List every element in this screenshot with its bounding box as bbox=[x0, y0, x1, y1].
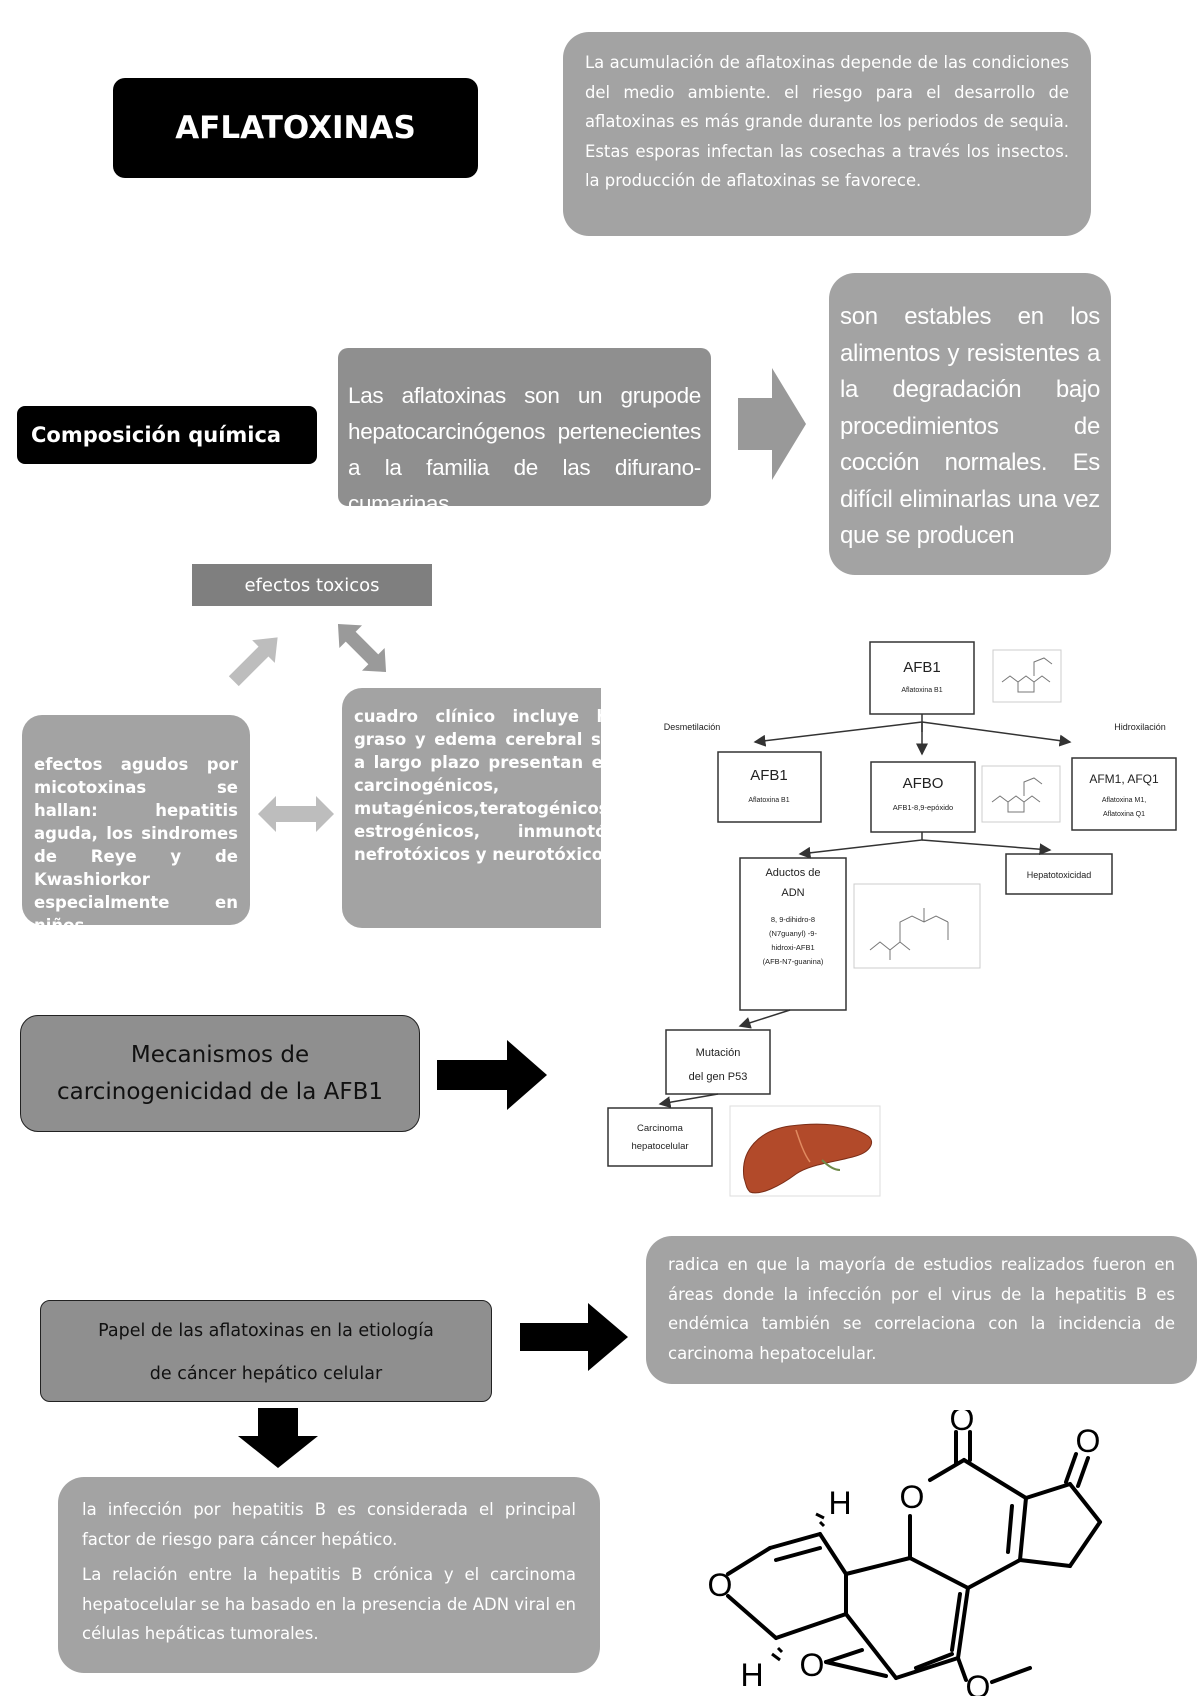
afbo-sub: AFB1-8,9-epóxido bbox=[893, 803, 953, 812]
afb1-top-title: AFB1 bbox=[903, 659, 941, 676]
mutation-l2: del gen P53 bbox=[689, 1071, 748, 1083]
role-down-arrow bbox=[238, 1408, 318, 1468]
effects-header-box: efectos toxicos bbox=[192, 564, 432, 606]
adducts-l4: (AFB-N7-guanina) bbox=[763, 957, 824, 966]
atom-o-ether: O bbox=[800, 1647, 825, 1683]
role-label-line1: Papel de las aflatoxinas en la etiología bbox=[98, 1321, 434, 1341]
role-explanation-box: radica en que la mayoría de estudios rea… bbox=[646, 1236, 1197, 1384]
adducts-node bbox=[739, 857, 847, 1011]
carcinoma-l2: hepatocelular bbox=[631, 1141, 688, 1152]
afm1-sub1: Aflatoxina M1, bbox=[1102, 797, 1146, 804]
hepatotox-label: Hepatotoxicidad bbox=[1027, 870, 1092, 880]
afb1-left-title: AFB1 bbox=[750, 767, 788, 784]
role-label-line2: de cáncer hepático celular bbox=[149, 1364, 383, 1384]
composition-label: Composición química bbox=[31, 423, 282, 447]
risk-factor-p1: la infección por hepatitis B es consider… bbox=[82, 1500, 576, 1549]
composition-definition-box: Las aflatoxinas son un grupode hepatocar… bbox=[338, 348, 711, 516]
risk-factor-box: la infección por hepatitis B es consider… bbox=[58, 1477, 600, 1673]
afb1-left-sub: Aflatoxina B1 bbox=[748, 797, 789, 804]
atom-o-pyran: O bbox=[900, 1479, 925, 1515]
afb1-structure-sketch bbox=[992, 649, 1062, 703]
atom-o-furan: O bbox=[708, 1567, 733, 1603]
adducts-l3: hidroxi-AFB1 bbox=[771, 943, 814, 952]
afb1-left-node bbox=[717, 751, 822, 823]
mutation-l1: Mutación bbox=[696, 1047, 741, 1059]
top-note-text: La acumulación de aflatoxinas depende de… bbox=[585, 53, 1069, 190]
carcinoma-node bbox=[607, 1107, 713, 1167]
afm1-sub2: Aflatoxina Q1 bbox=[1103, 811, 1145, 818]
mutation-node bbox=[665, 1029, 771, 1095]
aflatoxin-b1-structure: O O O H O H O O bbox=[708, 1410, 1102, 1696]
atom-o-methoxy: O bbox=[966, 1669, 991, 1696]
adducts-l2: (N7guanyl) -9- bbox=[769, 929, 817, 938]
stability-box: son estables en los alimentos y resisten… bbox=[829, 273, 1111, 575]
hydroxylation-label: Hidroxilación bbox=[1114, 722, 1166, 732]
composition-definition-text: Las aflatoxinas son un grupode hepatocar… bbox=[348, 383, 701, 516]
demethylation-label: Desmetilación bbox=[664, 722, 721, 732]
acute-effects-box: efectos agudos por micotoxinas se hallan… bbox=[22, 715, 250, 935]
afbo-title: AFBO bbox=[903, 775, 944, 792]
chronic-effects-text: cuadro clínico incluye hígado graso y ed… bbox=[354, 707, 601, 864]
adducts-title1: Aductos de bbox=[765, 867, 820, 879]
effects-header: efectos toxicos bbox=[244, 574, 380, 596]
atom-o-ketone: O bbox=[1076, 1423, 1101, 1459]
afb1-top-node bbox=[869, 641, 975, 715]
adducts-l1: 8, 9-dihidro-8 bbox=[771, 915, 815, 924]
afm1-node bbox=[1071, 757, 1177, 831]
afbo-node bbox=[870, 761, 976, 833]
atom-h-bottom: H bbox=[740, 1657, 763, 1693]
dna-adduct-structure-sketch bbox=[853, 883, 981, 969]
chronic-effects-clip: cuadro clínico incluye hígado graso y ed… bbox=[342, 688, 601, 928]
afb1-flow-diagram: AFB1 Aflatoxina B1 Desmetilación Hidroxi… bbox=[607, 641, 1177, 1197]
title-box: AFLATOXINAS bbox=[113, 78, 478, 178]
mechanism-arrow bbox=[437, 1040, 547, 1110]
stability-text: son estables en los alimentos y resisten… bbox=[840, 303, 1100, 549]
atom-h-top: H bbox=[828, 1485, 851, 1521]
risk-factor-p2: La relación entre la hepatitis B crónica… bbox=[82, 1565, 576, 1643]
acute-effects-text: efectos agudos por micotoxinas se hallan… bbox=[34, 755, 238, 935]
afb1-top-sub: Aflatoxina B1 bbox=[901, 687, 942, 694]
mechanism-label-box: Mecanismos de carcinogenicidad de la AFB… bbox=[20, 1015, 420, 1132]
hepatotox-node bbox=[1005, 853, 1113, 895]
liver-illustration bbox=[729, 1105, 881, 1197]
top-note-box: La acumulación de aflatoxinas depende de… bbox=[563, 32, 1091, 236]
atom-o-lactone-carbonyl: O bbox=[950, 1410, 975, 1437]
mechanism-label: Mecanismos de carcinogenicidad de la AFB… bbox=[57, 1041, 383, 1105]
afbo-structure-sketch bbox=[981, 765, 1061, 823]
role-right-arrow bbox=[520, 1303, 628, 1371]
composition-arrow bbox=[738, 368, 806, 480]
role-label-box: Papel de las aflatoxinas en la etiología… bbox=[40, 1300, 492, 1402]
chronic-effects-box: cuadro clínico incluye hígado graso y ed… bbox=[342, 688, 601, 928]
role-explanation-text: radica en que la mayoría de estudios rea… bbox=[668, 1255, 1175, 1363]
page-title: AFLATOXINAS bbox=[175, 110, 416, 146]
adducts-title2: ADN bbox=[781, 887, 804, 899]
afm1-title: AFM1, AFQ1 bbox=[1089, 772, 1159, 786]
carcinoma-l1: Carcinoma bbox=[637, 1123, 684, 1134]
composition-label-box: Composición química bbox=[17, 406, 317, 464]
effects-arrows bbox=[228, 623, 387, 832]
